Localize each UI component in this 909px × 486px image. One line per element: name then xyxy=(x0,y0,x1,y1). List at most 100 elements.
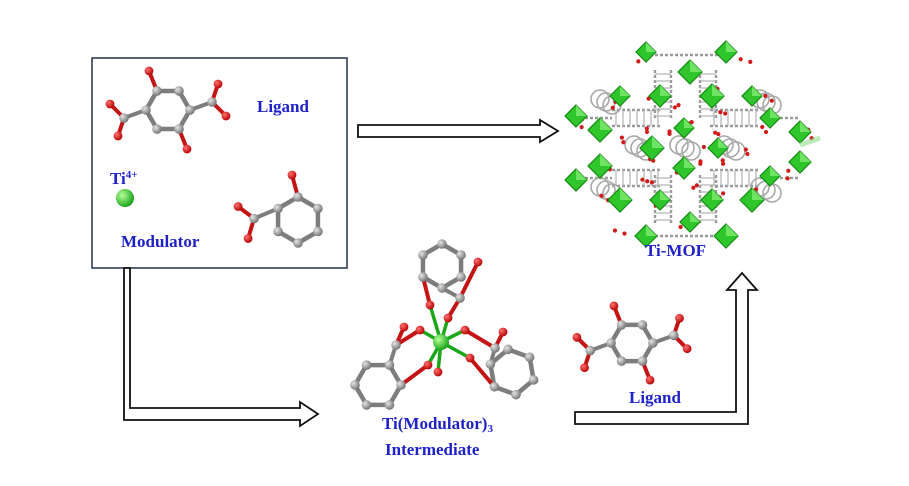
carbon-atom xyxy=(350,380,360,390)
carbon-atom xyxy=(456,250,466,260)
carbon-atom xyxy=(648,338,658,348)
carbon-atom xyxy=(418,272,428,282)
oxygen-dot xyxy=(691,185,696,190)
oxygen-atom xyxy=(233,202,243,211)
carbon-atom xyxy=(524,352,535,363)
carbon-atom xyxy=(585,345,595,356)
bond xyxy=(420,275,432,307)
carbon-atom xyxy=(384,400,395,410)
carbon-atom xyxy=(152,124,162,134)
oxygen-dot xyxy=(645,179,650,184)
ti-node-facet xyxy=(684,157,695,168)
oxygen-dot xyxy=(745,151,750,157)
oxygen-atom xyxy=(105,99,115,109)
oxygen-atom xyxy=(144,66,154,76)
intermediate-formula-label: Ti(Modulator)3 xyxy=(382,414,493,435)
ti-node-facet xyxy=(690,60,702,72)
ti-node-facet xyxy=(646,225,657,236)
arrow-to-mof xyxy=(357,118,560,144)
oxygen-dot xyxy=(723,111,728,116)
oxygen-dot xyxy=(786,168,791,173)
bond xyxy=(468,356,497,389)
oxygen-atom xyxy=(645,375,655,385)
oxygen-atom xyxy=(675,313,684,323)
oxygen-dot xyxy=(672,105,677,110)
oxygen-dot xyxy=(738,57,743,62)
carbon-atom xyxy=(152,86,162,96)
carbon-atom xyxy=(273,226,283,237)
carbon-atom xyxy=(207,97,217,107)
carbon-atom xyxy=(437,239,447,249)
oxygen-atom xyxy=(682,344,692,354)
carbon-atom xyxy=(361,400,372,410)
oxygen-dot xyxy=(698,159,703,164)
carbon-atom xyxy=(391,340,401,350)
oxygen-dot xyxy=(748,59,753,64)
carbon-atom xyxy=(174,124,184,134)
carbon-atom xyxy=(273,203,283,214)
titanium-atom xyxy=(116,189,134,207)
oxygen-dot xyxy=(720,158,725,163)
arrow-to-intermediate xyxy=(123,267,320,428)
carbon-atom xyxy=(396,380,406,390)
oxygen-dot xyxy=(721,161,726,166)
framework-edge xyxy=(799,135,821,148)
oxygen-dot xyxy=(612,228,618,233)
carbon-atom xyxy=(637,356,648,366)
carbon-atom xyxy=(616,320,627,330)
ti-node-facet xyxy=(690,212,700,222)
carbon-atom xyxy=(511,389,521,400)
intermediate-subscript: 3 xyxy=(487,423,493,435)
oxygen-atom xyxy=(498,327,508,337)
ti-node-facet xyxy=(600,154,612,166)
oxygen-dot xyxy=(579,124,584,130)
ti-node-facet xyxy=(718,138,728,148)
oxygen-atom xyxy=(433,367,443,377)
ligand-molecule-icon xyxy=(105,66,231,154)
oxygen-dot xyxy=(599,193,604,198)
oxygen-dot xyxy=(763,129,769,135)
ti-node-facet xyxy=(620,188,632,200)
ti-node-facet xyxy=(752,188,764,200)
oxygen-dot xyxy=(716,131,721,137)
carbon-atom xyxy=(313,203,323,214)
carbon-atom xyxy=(249,213,259,224)
ti-mof-framework-icon xyxy=(564,40,821,249)
carbon-atom xyxy=(293,192,303,202)
ti-node-facet xyxy=(646,42,656,52)
intermediate-complex-icon xyxy=(350,239,539,410)
oxygen-atom xyxy=(415,325,425,335)
bond xyxy=(399,363,430,387)
carbon-atom xyxy=(489,381,500,392)
ti-node-facet xyxy=(576,169,587,180)
carbon-atom xyxy=(616,356,627,366)
modulator-label: Modulator xyxy=(121,232,200,251)
carbon-atom xyxy=(528,375,539,385)
arrow-intermediate-to-mof xyxy=(574,271,759,425)
ti-node-facet xyxy=(712,84,724,96)
intermediate-label: Intermediate xyxy=(385,440,480,459)
oxygen-dot xyxy=(667,131,672,136)
oxygen-dot xyxy=(644,126,649,131)
ti-node-facet xyxy=(726,224,738,236)
ti-charge: 4+ xyxy=(125,169,138,181)
ti-node-facet xyxy=(600,118,612,130)
ligand-molecule-bottom-icon xyxy=(572,301,692,385)
oxygen-dot xyxy=(640,177,645,182)
ti-node-facet xyxy=(800,121,811,132)
oxygen-dot xyxy=(763,93,768,99)
ti-node-facet xyxy=(712,189,723,200)
ti-node-facet xyxy=(770,108,780,118)
carbon-atom xyxy=(384,360,395,370)
ti-ion-icon xyxy=(116,189,134,207)
oxygen-atom xyxy=(182,144,192,154)
reactant-box xyxy=(91,57,348,269)
ligand-label: Ligand xyxy=(257,97,309,116)
oxygen-atom xyxy=(572,332,582,342)
carbon-atom xyxy=(669,330,679,341)
carbon-atom xyxy=(313,226,323,237)
ligand-bottom-label: Ligand xyxy=(629,388,681,407)
carbon-atom xyxy=(185,105,195,115)
ti-node-facet xyxy=(726,41,737,52)
carbon-atom xyxy=(503,344,513,355)
